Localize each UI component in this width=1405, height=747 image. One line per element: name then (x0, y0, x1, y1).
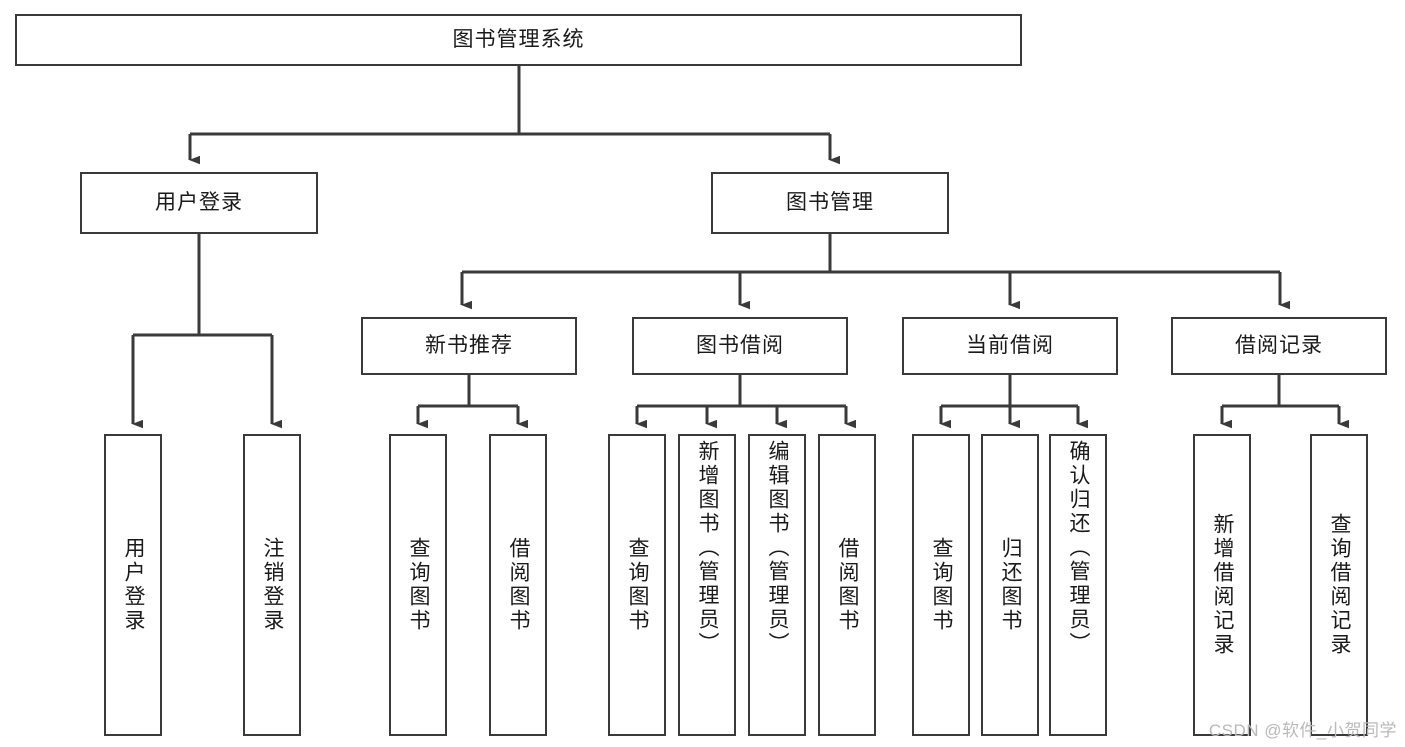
node-book-borrow[interactable]: 图书借阅 (632, 317, 848, 375)
node-label: 查询图书 (930, 537, 954, 633)
node-label: 查询图书 (407, 537, 431, 633)
node-label: 新增图书（管理员） (696, 440, 720, 656)
node-leaf-add-book-admin[interactable]: 新增图书（管理员） (678, 434, 736, 736)
node-leaf-add-borrow-record[interactable]: 新增借阅记录 (1193, 434, 1251, 736)
node-leaf-query-book-current[interactable]: 查询图书 (912, 434, 970, 736)
node-label: 查询借阅记录 (1328, 513, 1352, 657)
node-label: 确认归还（管理员） (1067, 440, 1091, 656)
node-new-book-recommend[interactable]: 新书推荐 (361, 317, 577, 375)
node-label: 用户登录 (122, 537, 146, 633)
node-borrow-record[interactable]: 借阅记录 (1171, 317, 1387, 375)
node-leaf-borrow-book[interactable]: 借阅图书 (818, 434, 876, 736)
node-label: 图书管理 (786, 190, 874, 214)
node-label: 借阅图书 (836, 537, 860, 633)
node-user-login[interactable]: 用户登录 (80, 172, 318, 234)
node-label: 新书推荐 (425, 333, 513, 357)
node-label: 归还图书 (999, 537, 1023, 633)
node-root-book-management-system[interactable]: 图书管理系统 (15, 14, 1022, 66)
node-book-management[interactable]: 图书管理 (711, 172, 949, 234)
node-label: 借阅记录 (1235, 333, 1323, 357)
node-leaf-return-book[interactable]: 归还图书 (981, 434, 1039, 736)
node-label: 注销登录 (261, 537, 285, 633)
node-label: 查询图书 (626, 537, 650, 633)
node-leaf-logout-login[interactable]: 注销登录 (243, 434, 301, 736)
node-leaf-edit-book-admin[interactable]: 编辑图书（管理员） (748, 434, 806, 736)
node-leaf-query-book-borrow[interactable]: 查询图书 (608, 434, 666, 736)
node-leaf-query-borrow-record[interactable]: 查询借阅记录 (1310, 434, 1368, 736)
node-current-borrow[interactable]: 当前借阅 (902, 317, 1118, 375)
node-label: 用户登录 (155, 190, 243, 214)
node-leaf-borrow-book-recommend[interactable]: 借阅图书 (489, 434, 547, 736)
node-label: 图书管理系统 (452, 27, 585, 51)
node-leaf-confirm-return-admin[interactable]: 确认归还（管理员） (1049, 434, 1107, 736)
node-label: 编辑图书（管理员） (766, 440, 790, 656)
node-leaf-user-login[interactable]: 用户登录 (104, 434, 162, 736)
node-leaf-query-book-recommend[interactable]: 查询图书 (389, 434, 447, 736)
node-label: 新增借阅记录 (1211, 513, 1235, 657)
node-label: 借阅图书 (507, 537, 531, 633)
node-label: 当前借阅 (966, 333, 1054, 357)
node-label: 图书借阅 (696, 333, 784, 357)
